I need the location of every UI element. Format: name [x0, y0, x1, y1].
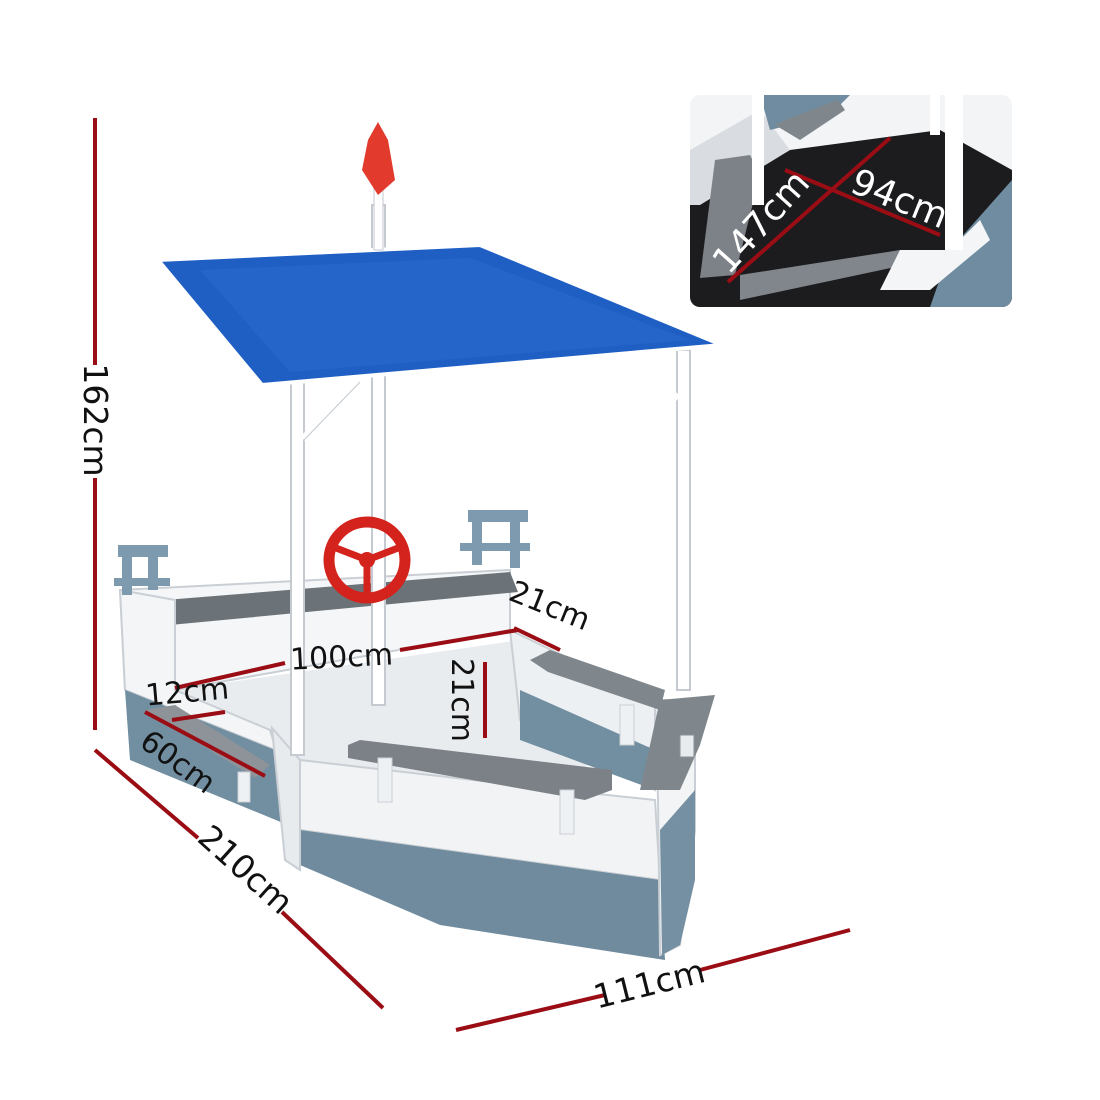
- right-bench-leg: [619, 704, 635, 746]
- front-bench-leg: [559, 789, 575, 835]
- front-bench-leg-2: [377, 757, 393, 803]
- inset-post-right: [945, 95, 963, 250]
- left-rail: [114, 545, 170, 595]
- canopy-roof-shade: [200, 258, 690, 372]
- side-bench-length-line: [144, 710, 266, 778]
- inner-back-line-left: [174, 661, 286, 690]
- inner-back-line-right: [399, 628, 519, 652]
- brace-right: [636, 361, 681, 404]
- brace-left-outline: [303, 381, 361, 441]
- canopy-post-right: [676, 349, 691, 691]
- right-rail: [460, 510, 530, 568]
- width-line-left: [455, 993, 606, 1032]
- width-line-right: [699, 928, 851, 972]
- side-bench-width-label: 12cm: [144, 671, 231, 713]
- inset-bench-front: [740, 250, 905, 300]
- inset-right-bench: [775, 100, 845, 140]
- back-bench: [165, 572, 518, 625]
- steering-wheel: [323, 516, 411, 604]
- width-label: 111cm: [590, 951, 709, 1016]
- inset-width-line: [784, 168, 941, 237]
- left-bench-leg: [237, 771, 251, 803]
- back-bench-depth-line: [513, 626, 561, 652]
- dimension-lines: [93, 118, 851, 1032]
- flag: [362, 122, 395, 251]
- inner-back-label: 100cm: [289, 637, 394, 677]
- length-line-bottom: [280, 910, 385, 1010]
- inset-bench-left: [700, 155, 760, 278]
- right-wall-blue: [520, 690, 655, 790]
- right-bow-blue: [660, 790, 695, 955]
- bow-seat: [640, 695, 715, 790]
- front-bench: [348, 740, 612, 800]
- inset-post-center: [930, 95, 940, 135]
- front-hull-blue: [300, 830, 665, 960]
- right-bench: [530, 650, 665, 710]
- inset-photo: 147cm 94cm: [690, 95, 1012, 307]
- inset-post-left: [752, 95, 764, 205]
- inset-length-line: [726, 136, 892, 284]
- bow-latch: [679, 734, 695, 758]
- height-label: 162cm: [76, 363, 115, 476]
- inner-depth-label: 21cm: [444, 658, 479, 742]
- sandbox-boat-illustration: [114, 122, 723, 960]
- side-bench-width-line: [171, 710, 226, 722]
- length-line-top: [93, 748, 200, 840]
